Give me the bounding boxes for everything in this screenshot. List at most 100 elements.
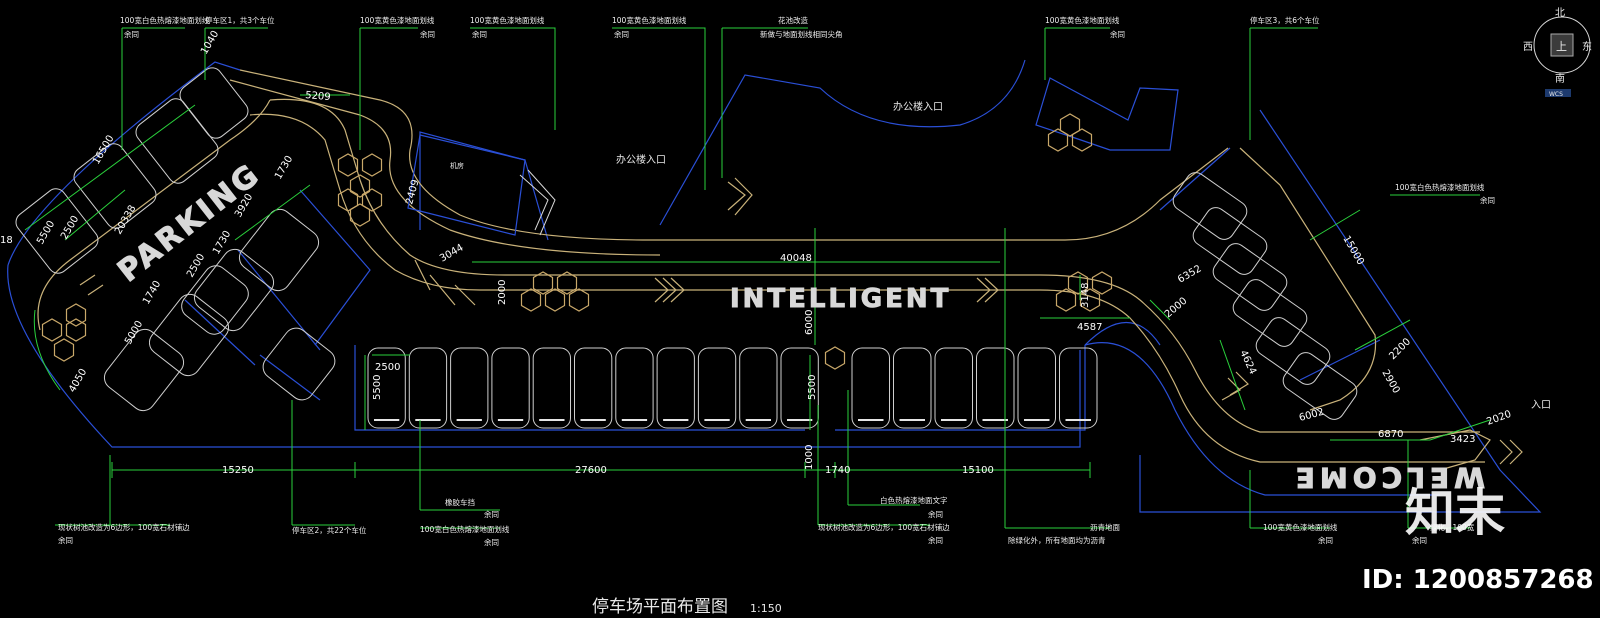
welcome-text: WELCOME bbox=[1291, 461, 1485, 494]
note-green: 绿化，100宽 bbox=[1430, 522, 1475, 532]
note-yellow-line: 100宽黄色漆地面划线 bbox=[1263, 522, 1338, 532]
compass-center: 上 bbox=[1556, 40, 1567, 53]
note-zone3: 停车区3，共6个车位 bbox=[1250, 15, 1320, 25]
dim: 5209 bbox=[305, 90, 331, 103]
hexagon-tree-pit bbox=[544, 288, 566, 312]
hexagon-tree-pit bbox=[65, 318, 87, 342]
hexagon-tree-pit bbox=[361, 153, 383, 177]
ground-lettering: PARKING INTELLIGENT WELCOME bbox=[111, 156, 1486, 494]
parking-stall bbox=[697, 347, 737, 429]
hexagon-tree-pit bbox=[532, 271, 554, 295]
note-same: 余同 bbox=[1412, 535, 1427, 545]
hexagon-tree-pit bbox=[520, 288, 542, 312]
hexagon-tree-pit bbox=[337, 188, 359, 212]
dim: 1040 bbox=[199, 29, 221, 57]
note-yellow-line: 100宽黄色漆地面划线 bbox=[612, 15, 687, 25]
note-planter-detail: 新做与地面划线相同尖角 bbox=[760, 29, 843, 39]
dim: 3044 bbox=[438, 242, 466, 264]
hexagon-tree-pit bbox=[41, 318, 63, 342]
hexagon-tree-pit bbox=[349, 203, 371, 227]
dim: 4624 bbox=[1237, 349, 1258, 377]
dim: 2900 bbox=[1379, 368, 1401, 396]
note-white-line: 100宽白色热熔漆地面划线 bbox=[120, 15, 210, 25]
dim: 6352 bbox=[1176, 263, 1204, 285]
note-zone1: 停车区1，共3个车位 bbox=[205, 15, 275, 25]
dim: 1730 bbox=[273, 154, 295, 182]
dim: 3423 bbox=[1450, 434, 1475, 445]
note-zone2: 停车区2，共22个车位 bbox=[292, 525, 367, 535]
hexagon-tree-pit bbox=[824, 346, 846, 370]
note-tree-pit: 现状树池改造为6边形，100宽石材铺边 bbox=[58, 522, 190, 532]
hexagon-tree-pit bbox=[337, 153, 359, 177]
leader-lines bbox=[24, 27, 1491, 529]
note-same: 余同 bbox=[420, 29, 435, 39]
wcs-text: WCS bbox=[1549, 91, 1563, 98]
note-tree-pit: 现状树池改造为6边形，100宽石材铺边 bbox=[818, 522, 950, 532]
dim: 5000 bbox=[123, 319, 145, 347]
machine-room bbox=[407, 134, 556, 236]
hexagon-tree-pit bbox=[568, 288, 590, 312]
compass: 北 南 东 西 上 WCS bbox=[1523, 7, 1592, 98]
parking-stalls-zone3 bbox=[1172, 172, 1358, 420]
note-same: 余同 bbox=[58, 535, 73, 545]
parking-stall bbox=[851, 347, 890, 429]
watermark: 知末 ID: 1200857268 bbox=[1362, 484, 1594, 595]
note-yellow-line: 100宽黄色漆地面划线 bbox=[470, 15, 545, 25]
dim: 20338 bbox=[113, 203, 138, 236]
note-same: 余同 bbox=[1480, 195, 1495, 205]
label-office-entrance: 办公楼入口 bbox=[616, 153, 666, 166]
parking-stall bbox=[934, 347, 973, 429]
chevron-markings bbox=[79, 177, 1523, 465]
dim: 15250 bbox=[222, 465, 254, 476]
intelligent-text: INTELLIGENT bbox=[730, 284, 951, 314]
dim: 1740 bbox=[825, 465, 850, 476]
parking-stall bbox=[574, 347, 613, 429]
note-asphalt-detail: 除绿化外，所有地面均为沥青 bbox=[1008, 535, 1106, 545]
road-lines bbox=[37, 69, 1491, 471]
dim: 2200 bbox=[1387, 336, 1413, 362]
dim: 4050 bbox=[67, 367, 89, 395]
dim: 2409 bbox=[404, 178, 421, 205]
compass-south: 南 bbox=[1555, 72, 1565, 85]
dim: 5500 bbox=[807, 375, 818, 400]
dim: 15100 bbox=[962, 465, 994, 476]
drawing-title: 停车场平面布置图 1:150 bbox=[592, 597, 782, 617]
dim: 6000 bbox=[804, 310, 815, 335]
dim: 2500 bbox=[59, 214, 81, 242]
note-white-text: 白色热熔漆地面文字 bbox=[880, 495, 948, 505]
note-same: 余同 bbox=[472, 29, 487, 39]
note-same: 余同 bbox=[1318, 535, 1333, 545]
label-entrance: 入口 bbox=[1531, 400, 1551, 411]
parking-stall bbox=[408, 347, 448, 429]
label-machine-room: 机房 bbox=[450, 161, 464, 170]
dim: 6870 bbox=[1378, 429, 1403, 440]
parking-stall bbox=[739, 347, 778, 429]
note-asphalt: 沥青地面 bbox=[1090, 522, 1120, 532]
dim: 15000 bbox=[1340, 234, 1365, 267]
dim: 5500 bbox=[35, 219, 57, 247]
dim: 1740 bbox=[141, 279, 163, 307]
parking-stall bbox=[1059, 347, 1098, 429]
dim: 27600 bbox=[575, 465, 607, 476]
parking-stall bbox=[450, 347, 489, 429]
parking-stalls-zone1 bbox=[15, 67, 249, 274]
parking-stall bbox=[893, 347, 932, 429]
note-same: 余同 bbox=[928, 509, 943, 519]
parking-stall bbox=[1017, 347, 1056, 429]
dim: 1730 bbox=[211, 229, 233, 257]
hexagon-tree-pit bbox=[1091, 271, 1113, 295]
watermark-logo: 知末 bbox=[1405, 484, 1505, 542]
dim: 5500 bbox=[372, 375, 383, 400]
dim: 16500 bbox=[91, 133, 116, 166]
dim: 4587 bbox=[1077, 322, 1102, 333]
note-same: 余同 bbox=[614, 29, 629, 39]
parking-stall bbox=[976, 347, 1015, 429]
note-same: 余同 bbox=[1110, 29, 1125, 39]
hexagon-tree-pit bbox=[65, 303, 87, 327]
dim: 6002 bbox=[1298, 407, 1325, 424]
compass-ring bbox=[1533, 16, 1591, 74]
compass-west: 西 bbox=[1523, 42, 1533, 53]
dim: 3148 bbox=[1080, 283, 1091, 308]
label-office-entrance: 办公楼入口 bbox=[893, 100, 943, 113]
